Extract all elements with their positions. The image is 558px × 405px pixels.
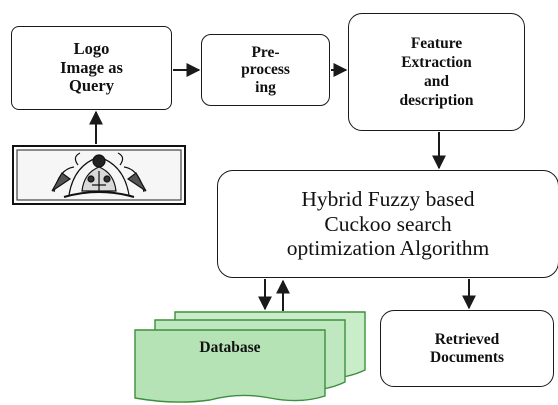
crest-logo-icon bbox=[16, 149, 182, 201]
query-node: Logo Image as Query bbox=[11, 26, 172, 110]
preprocessing-node-label: Pre- process ing bbox=[241, 43, 290, 96]
database-sheet-front bbox=[134, 329, 326, 403]
database-label: Database bbox=[199, 339, 261, 356]
algorithm-node-label: Hybrid Fuzzy based Cuckoo search optimiz… bbox=[286, 187, 490, 261]
feature-node-label: Feature Extraction and description bbox=[399, 35, 474, 109]
preprocessing-node: Pre- process ing bbox=[201, 34, 330, 106]
query-node-label: Logo Image as Query bbox=[60, 39, 123, 96]
logo-image bbox=[12, 145, 186, 205]
retrieved-node-label: Retrieved Documents bbox=[429, 330, 505, 366]
retrieved-node: Retrieved Documents bbox=[380, 310, 554, 387]
feature-node: Feature Extraction and description bbox=[348, 13, 525, 131]
algorithm-node: Hybrid Fuzzy based Cuckoo search optimiz… bbox=[217, 170, 558, 278]
